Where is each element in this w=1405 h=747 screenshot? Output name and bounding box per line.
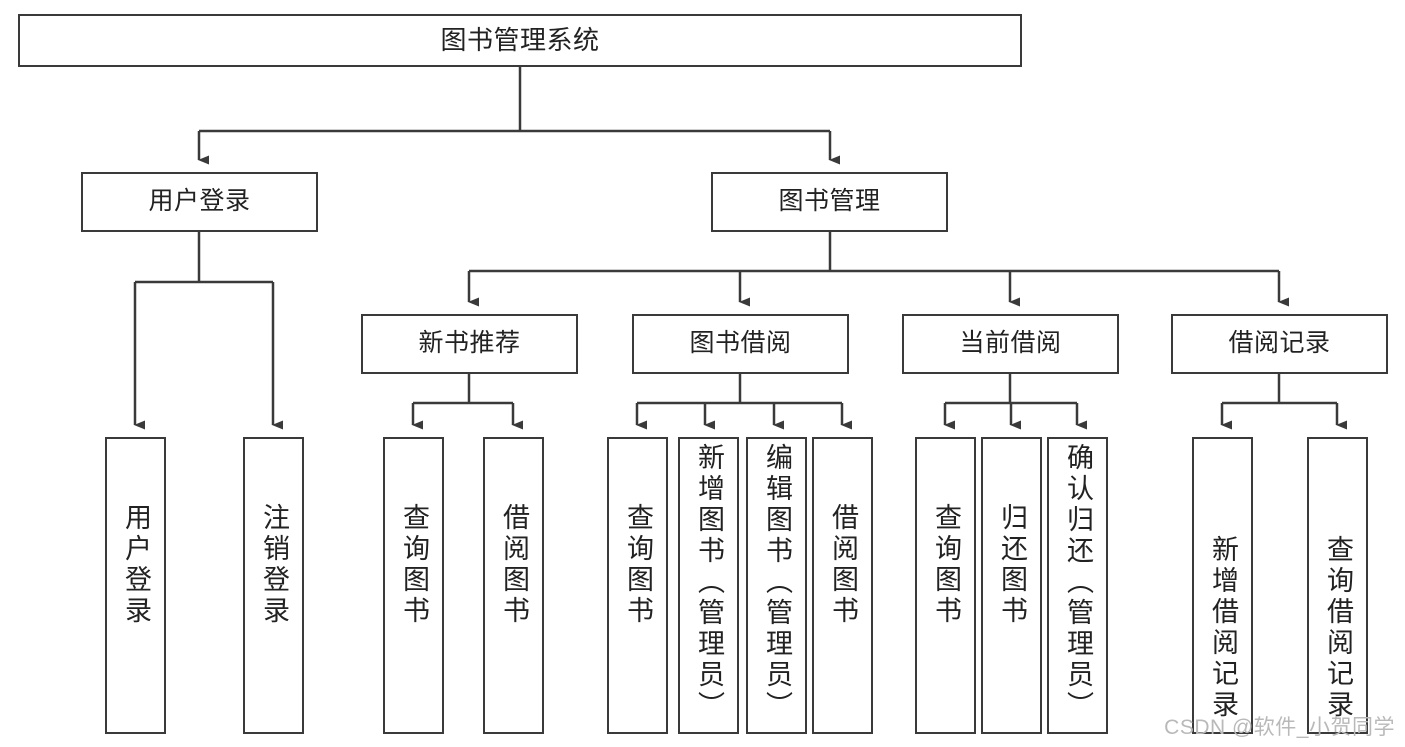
node-root-book-management-system[interactable]: 图书管理系统 (18, 14, 1022, 67)
node-label: 编辑图书（管理员） (762, 443, 792, 722)
leaf-add-book-admin[interactable]: 新增图书（管理员） (678, 437, 739, 734)
leaf-borrow-book-recommend[interactable]: 借阅图书 (483, 437, 544, 734)
node-label: 查询借阅记录 (1323, 535, 1353, 721)
leaf-confirm-return-admin[interactable]: 确认归还（管理员） (1047, 437, 1108, 734)
node-label: 确认归还（管理员） (1063, 443, 1093, 722)
leaf-query-borrow-record[interactable]: 查询借阅记录 (1307, 437, 1368, 734)
node-new-book-recommend[interactable]: 新书推荐 (361, 314, 578, 374)
leaf-query-book-recommend[interactable]: 查询图书 (383, 437, 444, 734)
node-label: 当前借阅 (959, 329, 1062, 358)
node-label: 查询图书 (931, 503, 961, 627)
node-user-login[interactable]: 用户登录 (81, 172, 318, 232)
leaf-user-login[interactable]: 用户登录 (105, 437, 166, 734)
node-label: 图书管理系统 (440, 25, 600, 56)
node-label: 新书推荐 (418, 329, 521, 358)
csdn-watermark: CSDN @软件_小贺同学 (1164, 716, 1395, 739)
node-label: 借阅图书 (499, 503, 529, 627)
leaf-user-logout[interactable]: 注销登录 (243, 437, 304, 734)
node-label: 查询图书 (623, 503, 653, 627)
leaf-borrow-book[interactable]: 借阅图书 (812, 437, 873, 734)
leaf-return-book[interactable]: 归还图书 (981, 437, 1042, 734)
node-label: 借阅记录 (1228, 329, 1331, 358)
node-book-management[interactable]: 图书管理 (711, 172, 948, 232)
node-label: 新增图书（管理员） (694, 443, 724, 722)
leaf-query-book-current[interactable]: 查询图书 (915, 437, 976, 734)
node-label: 新增借阅记录 (1208, 535, 1238, 721)
node-label: 查询图书 (399, 503, 429, 627)
leaf-query-book-borrow[interactable]: 查询图书 (607, 437, 668, 734)
node-label: 图书管理 (778, 187, 881, 216)
node-label: 归还图书 (997, 503, 1027, 627)
node-label: 注销登录 (259, 503, 289, 627)
node-label: 用户登录 (121, 503, 151, 627)
leaf-add-borrow-record[interactable]: 新增借阅记录 (1192, 437, 1253, 734)
node-label: 借阅图书 (828, 503, 858, 627)
node-current-borrow[interactable]: 当前借阅 (902, 314, 1119, 374)
node-label: 图书借阅 (689, 329, 792, 358)
node-label: 用户登录 (148, 187, 251, 216)
leaf-edit-book-admin[interactable]: 编辑图书（管理员） (746, 437, 807, 734)
node-borrow-record[interactable]: 借阅记录 (1171, 314, 1388, 374)
node-book-borrow[interactable]: 图书借阅 (632, 314, 849, 374)
